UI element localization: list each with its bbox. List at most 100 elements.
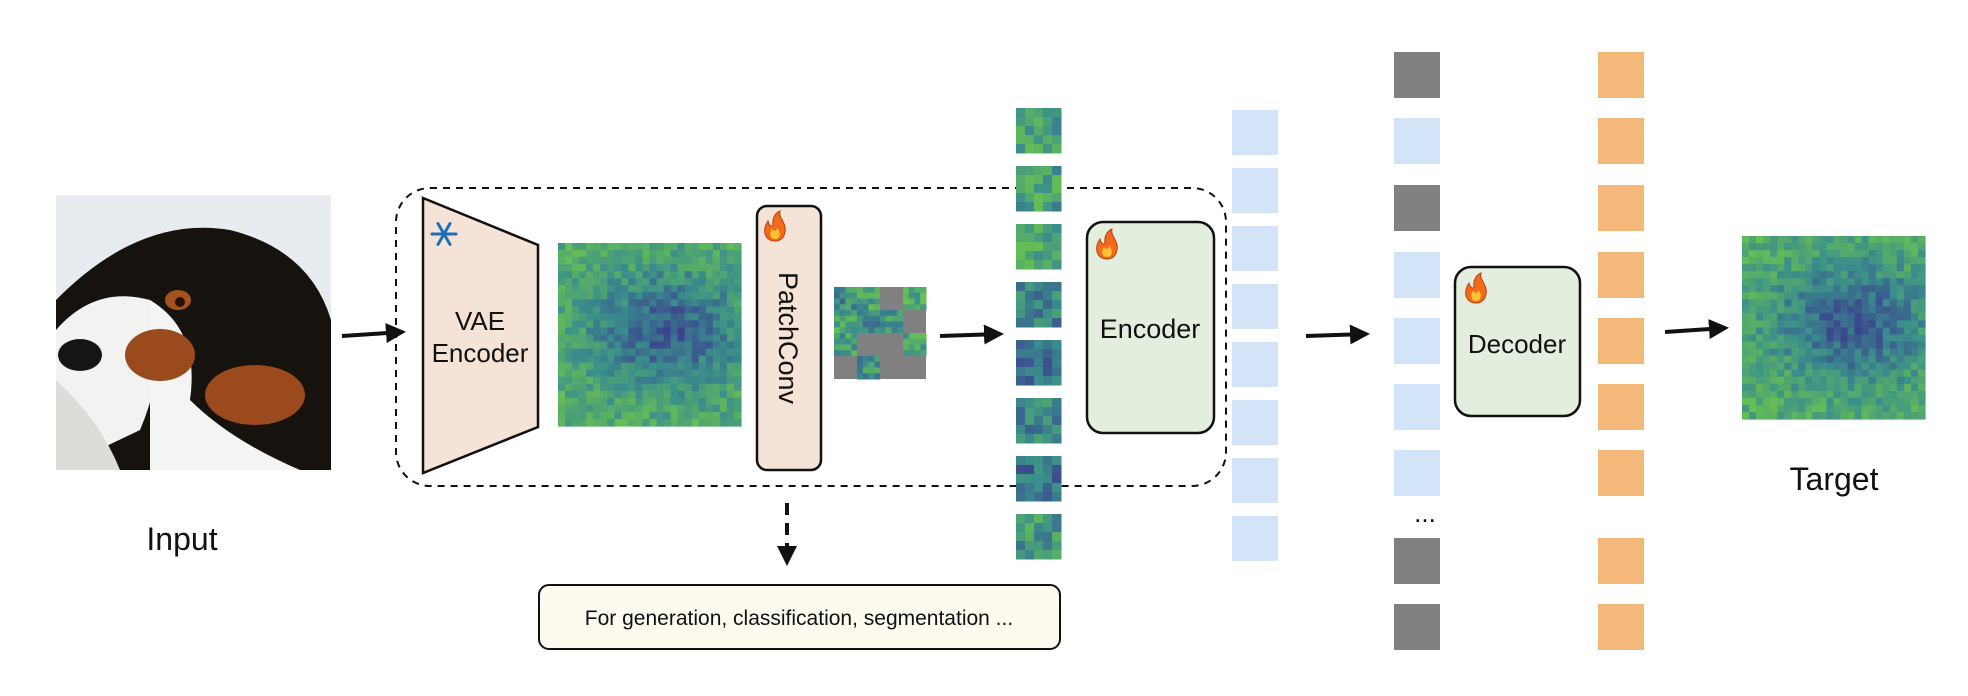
latent-map-cell [621, 369, 629, 378]
target-map-cell [1798, 264, 1806, 272]
target-map-cell [1805, 299, 1813, 307]
masked-patch-grid [834, 287, 927, 380]
target-map-cell [1917, 383, 1926, 392]
latent-map-cell [607, 376, 615, 385]
latent-map-cell [614, 348, 622, 357]
latent-map-cell [614, 362, 622, 371]
target-map-cell [1840, 243, 1849, 251]
target-map-cell [1889, 257, 1898, 265]
target-map-cell [1896, 390, 1905, 399]
latent-map-cell [712, 383, 721, 392]
patch-token-cell [1016, 398, 1026, 408]
visible-patch-cell [857, 367, 864, 374]
target-map-cell [1798, 250, 1806, 258]
target-map-cell [1854, 320, 1863, 329]
patch-token-cell [1043, 340, 1053, 350]
latent-map-cell [733, 285, 742, 293]
target-map-cell [1742, 285, 1750, 293]
latent-map-cell [733, 278, 742, 286]
target-map-cell [1917, 369, 1926, 378]
patch-token-cell [1016, 117, 1026, 127]
target-map-cell [1791, 306, 1799, 315]
latent-map-cell [656, 313, 665, 322]
target-map-cell [1749, 285, 1757, 293]
latent-map-cell [593, 278, 601, 286]
target-map-cell [1749, 411, 1757, 420]
latent-map-cell [670, 250, 679, 258]
target-map-cell [1763, 383, 1771, 392]
target-map-cell [1791, 243, 1799, 251]
latent-map-cell [621, 355, 629, 364]
target-map-cell [1756, 341, 1764, 350]
target-map-cell [1791, 320, 1799, 329]
visible-patch-cell [839, 304, 846, 311]
latent-map-cell [726, 271, 735, 279]
latent-map-cell [656, 369, 665, 378]
target-map-cell [1770, 334, 1778, 343]
latent-map-cell [572, 334, 580, 343]
latent-map-cell [607, 362, 615, 371]
mask-token [1394, 538, 1440, 584]
patch-token-cell [1052, 456, 1062, 466]
visible-patch-cell [834, 333, 841, 340]
latent-map-cell [677, 355, 686, 364]
latent-map-cell [614, 327, 622, 336]
latent-map-cell [733, 306, 742, 314]
visible-patch-cell [862, 298, 869, 305]
target-map-cell [1805, 292, 1813, 300]
latent-map-cell [586, 362, 594, 371]
latent-map-cell [670, 369, 679, 378]
target-map-cell [1903, 271, 1912, 279]
target-map-cell [1917, 264, 1926, 272]
target-map-cell [1742, 299, 1750, 307]
patch-token-cell [1052, 416, 1062, 426]
latent-map-cell [628, 271, 637, 279]
target-map-cell [1910, 306, 1919, 315]
patch-token-cell [1016, 483, 1026, 493]
latent-map-cell [607, 313, 615, 322]
target-map-cell [1847, 236, 1856, 244]
output-token [1598, 604, 1644, 650]
target-map-cell [1840, 306, 1849, 315]
visible-patch-cell [914, 298, 921, 305]
latent-map-cell [663, 397, 672, 406]
target-map-cell [1777, 327, 1785, 336]
latent-map-cell [719, 271, 728, 279]
latent-map-cell [614, 285, 622, 293]
patch-token-cell [1016, 260, 1026, 270]
latent-map-cell [565, 327, 573, 336]
target-map-cell [1749, 397, 1757, 406]
visible-patch-cell [903, 287, 910, 294]
target-map-cell [1917, 306, 1926, 315]
latent-map-cell [558, 341, 566, 350]
patch-token-cell [1025, 367, 1035, 377]
target-map-cell [1826, 320, 1835, 329]
target-map-cell [1749, 362, 1757, 371]
patch-token-cell [1034, 166, 1044, 176]
target-map-cell [1889, 306, 1898, 315]
latent-map-cell [677, 320, 686, 329]
latent-map-cell [579, 278, 587, 286]
latent-map-cell [635, 390, 644, 399]
target-map-cell [1784, 264, 1792, 272]
patch-token-cell [1016, 166, 1026, 176]
target-map-cell [1742, 264, 1750, 272]
patchconv-block [755, 204, 823, 472]
latent-map-cell [712, 264, 721, 272]
target-map-cell [1847, 292, 1856, 300]
latent-map-cell [719, 313, 728, 322]
target-map-cell [1833, 362, 1842, 371]
target-map-cell [1756, 306, 1764, 315]
target-map-cell [1875, 236, 1884, 244]
target-map-cell [1742, 390, 1750, 399]
patch-token-cell [1052, 260, 1062, 270]
latent-map-cell [607, 418, 615, 427]
target-map-cell [1910, 411, 1919, 420]
encoded-token [1394, 450, 1440, 496]
latent-map-cell [649, 278, 658, 286]
target-map-cell [1917, 334, 1926, 343]
target-map-cell [1812, 411, 1821, 420]
target-map-cell [1798, 299, 1806, 307]
latent-map-cell [628, 306, 637, 314]
latent-map-cell [719, 362, 728, 371]
